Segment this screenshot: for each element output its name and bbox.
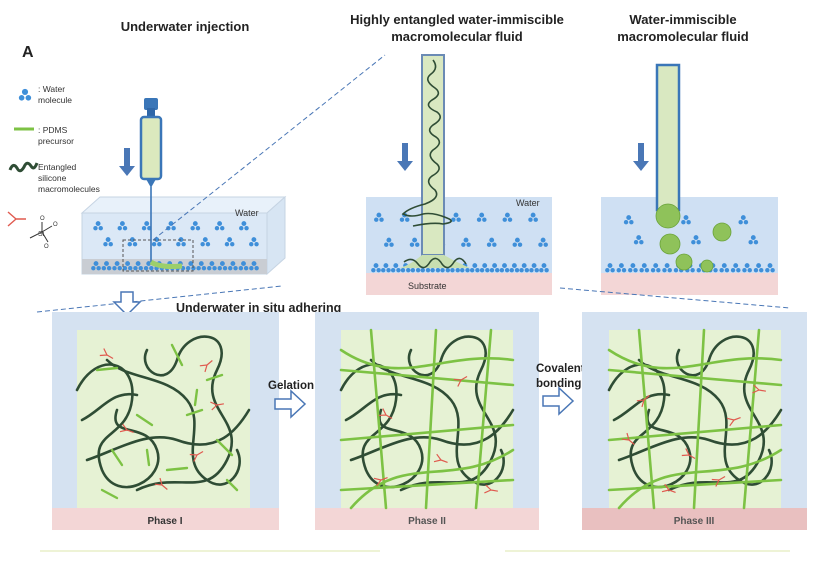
legend-pdms-label: : PDMS precursor bbox=[38, 125, 74, 146]
water-label-left: Water bbox=[235, 208, 259, 218]
legend: : Water molecule : PDMS precursor Entang… bbox=[7, 84, 100, 250]
immiscible-droplets bbox=[655, 203, 732, 273]
phase-2-panel: Phase II bbox=[315, 312, 539, 530]
title-entangled-fluid-line2: macromolecular fluid bbox=[391, 29, 523, 44]
legend-pdms-line2: precursor bbox=[38, 136, 74, 146]
adhering-label: Underwater in situ adhering bbox=[176, 301, 341, 315]
water-molecule-icon bbox=[18, 88, 32, 101]
down-arrow-icon bbox=[633, 143, 649, 171]
legend-entangled-label: Entangled silicone macromolecules bbox=[38, 162, 100, 194]
title-immiscible-fluid-line2: macromolecular fluid bbox=[617, 29, 749, 44]
substrate-block bbox=[366, 273, 552, 295]
panel-letter: A bbox=[22, 44, 34, 61]
title-immiscible-fluid-line1: Water-immiscible bbox=[629, 12, 736, 27]
phase-1-label: Phase I bbox=[147, 516, 182, 527]
legend-entangled-line2: silicone bbox=[38, 173, 67, 183]
legend-entangled-line3: macromolecules bbox=[38, 184, 100, 194]
legend-entangled-line1: Entangled bbox=[38, 162, 77, 172]
hollow-right-arrow-icon bbox=[542, 386, 575, 416]
svg-text:O: O bbox=[44, 244, 49, 250]
syringe bbox=[139, 98, 183, 269]
zoom-box bbox=[122, 239, 194, 272]
entangled-scene: Substrate Water bbox=[366, 54, 552, 295]
phase-3-label: Phase III bbox=[674, 516, 715, 527]
injection-scene: Water bbox=[80, 98, 287, 276]
legend-pdms-line1: : PDMS bbox=[38, 125, 68, 135]
entangled-silicone-icon bbox=[8, 161, 39, 173]
covalent-label-line1: Covalent bbox=[536, 363, 585, 375]
gelation-label: Gelation bbox=[268, 380, 314, 392]
covalent-label-line2: bonding bbox=[536, 378, 581, 390]
zoom-connector-bottom bbox=[36, 285, 791, 313]
immiscible-scene bbox=[601, 63, 778, 295]
legend-water-line2: molecule bbox=[38, 95, 72, 105]
zoom-connector-top bbox=[152, 54, 386, 241]
svg-text:O: O bbox=[40, 216, 45, 222]
substrate-label: Substrate bbox=[408, 281, 447, 291]
silane-crosslinker-icon: Si O O O bbox=[7, 211, 58, 250]
phase-3-panel: Phase III bbox=[582, 312, 807, 530]
down-arrow-icon bbox=[397, 143, 413, 171]
title-entangled-fluid-line1: Highly entangled water-immiscible bbox=[350, 12, 564, 27]
down-arrow-icon bbox=[119, 148, 135, 176]
legend-water-line1: : Water bbox=[38, 84, 65, 94]
legend-water-label: : Water molecule bbox=[38, 84, 72, 105]
phase-1-panel: Phase I bbox=[52, 312, 279, 530]
phase-2-label: Phase II bbox=[408, 516, 446, 527]
hollow-down-arrow-icon bbox=[112, 291, 142, 317]
svg-text:Si: Si bbox=[38, 231, 45, 238]
hollow-right-arrow-icon bbox=[274, 389, 307, 419]
water-label-mid: Water bbox=[516, 198, 540, 208]
entangled-chain bbox=[401, 59, 452, 227]
title-underwater-injection: Underwater injection bbox=[121, 19, 250, 34]
svg-text:O: O bbox=[53, 222, 58, 228]
